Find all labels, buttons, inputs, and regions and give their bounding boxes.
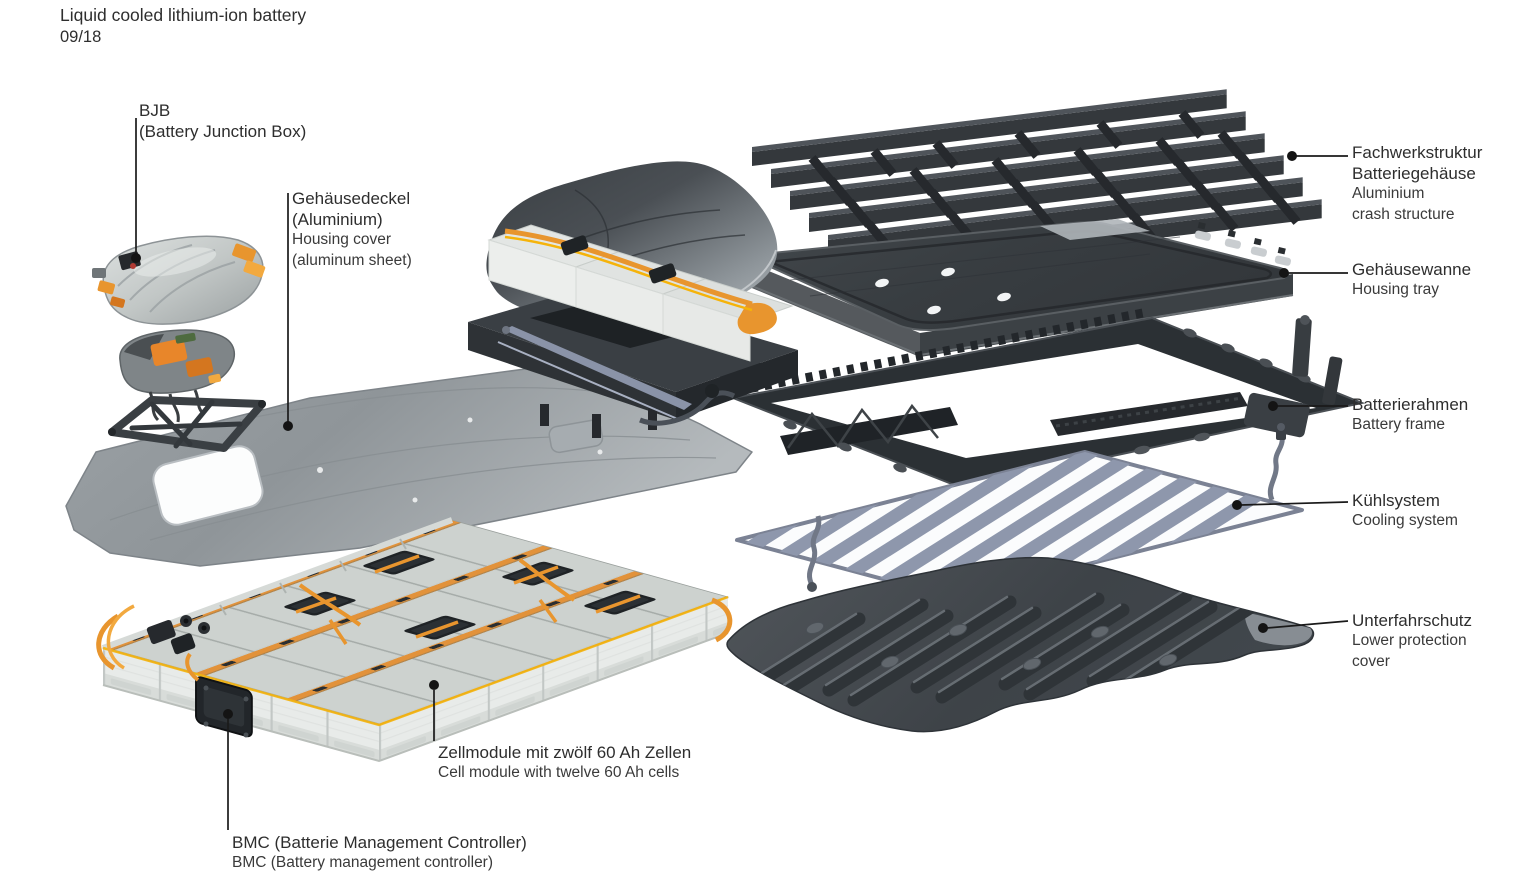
diagram-title: Liquid cooled lithium-ion battery: [60, 5, 307, 25]
bmc-controller-graphic: [195, 676, 253, 738]
label-housing-tray: Gehäusewanne Housing tray: [1352, 260, 1472, 298]
battery-frame-graphic: [716, 307, 1366, 490]
rear-cell-modules-graphic: [487, 224, 794, 362]
label-bjb: BJB (Battery Junction Box): [139, 101, 307, 141]
cell-module-assembly-graphic: [96, 517, 733, 763]
label-battery-frame: Batterierahmen Battery frame: [1352, 395, 1469, 433]
lower-protection-cover-graphic: [726, 556, 1315, 733]
label-housing-cover: Gehäusedeckel (Aluminium) Housing cover …: [292, 189, 412, 269]
label-cell-module: Zellmodule mit zwölf 60 Ah Zellen Cell m…: [438, 743, 692, 781]
bracket-frame-graphic: [108, 396, 266, 452]
housing-cover-graphic: [65, 366, 753, 567]
label-crash-structure: Fachwerkstruktur Batteriegehäuse Alumini…: [1352, 143, 1483, 223]
leader-lines: [131, 118, 1349, 830]
label-lower-protection: Unterfahrschutz Lower protection cover: [1352, 611, 1472, 670]
power-electronics-graphic: [119, 329, 236, 423]
diagram-title-block: Liquid cooled lithium-ion battery 09/18: [60, 4, 306, 48]
label-cooling-system: Kühlsystem Cooling system: [1352, 491, 1458, 529]
bjb-component-graphic: [92, 235, 266, 325]
rear-cooling-plate-graphic: [497, 326, 736, 426]
label-bmc: BMC (Batterie Management Controller) BMC…: [232, 833, 527, 871]
diagram-date: 09/18: [60, 28, 102, 46]
